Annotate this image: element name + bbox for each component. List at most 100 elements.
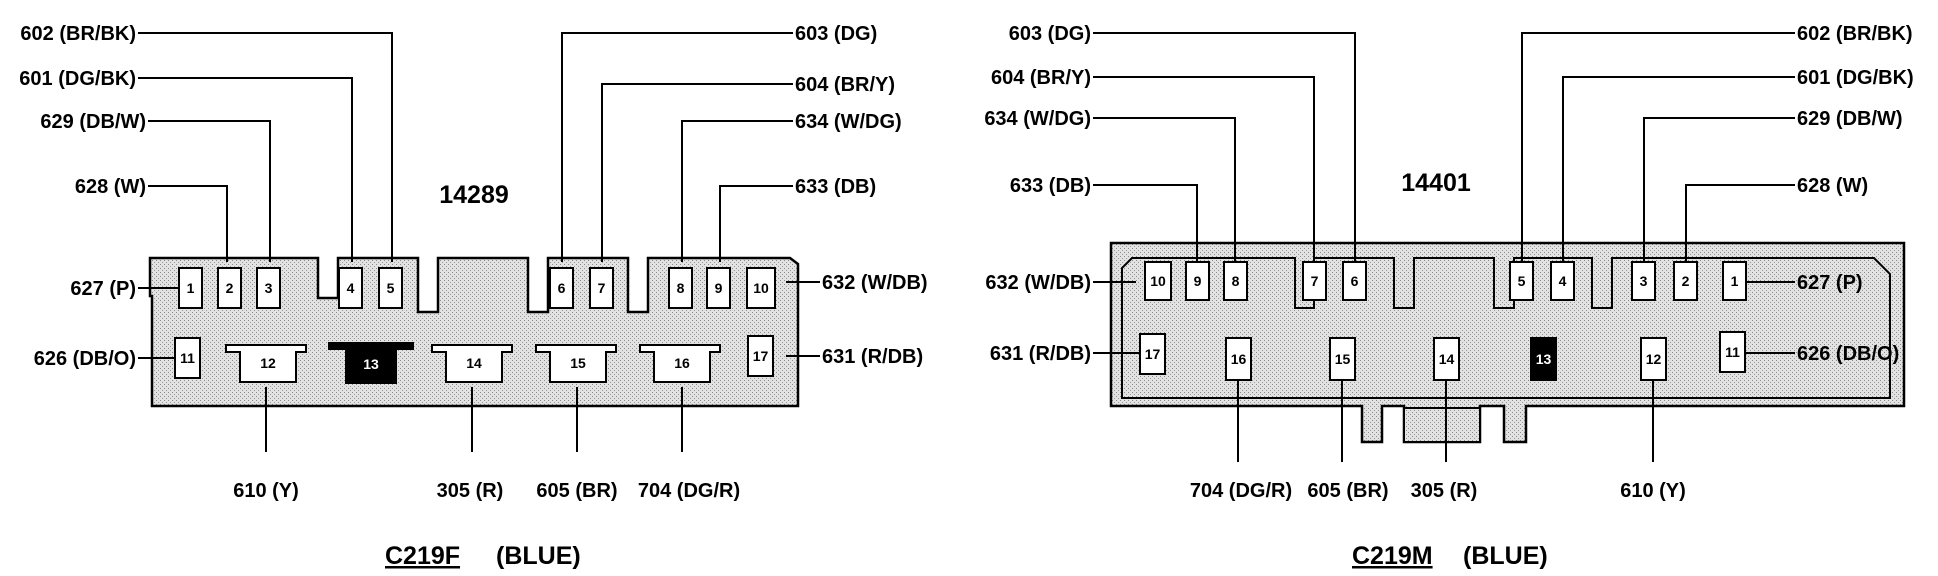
pin-8: 8 <box>1223 261 1248 301</box>
pin-11: 11 <box>1719 331 1746 373</box>
wire-label-pin6: 603 (DG) <box>1009 23 1091 45</box>
pin-1: 1 <box>1722 261 1747 301</box>
pin-12: 12 <box>1640 337 1667 381</box>
svg-text:12: 12 <box>260 355 276 371</box>
pin-1: 1 <box>178 267 203 309</box>
svg-text:5: 5 <box>387 280 395 296</box>
svg-text:12: 12 <box>1646 351 1662 367</box>
pin-2: 2 <box>217 267 242 309</box>
pin-14: 14 <box>1433 337 1460 381</box>
wire-label-pin10: 632 (W/DB) <box>822 272 928 294</box>
svg-text:16: 16 <box>1231 351 1247 367</box>
pin-15: 15 <box>1329 337 1356 381</box>
svg-text:8: 8 <box>677 280 685 296</box>
wire-label-pin3: 629 (DB/W) <box>1797 108 1903 130</box>
pin-3: 3 <box>1631 261 1656 301</box>
wire-label-pin8: 634 (W/DG) <box>984 108 1091 130</box>
pin-9: 9 <box>1185 261 1210 301</box>
wire-label-pin17: 631 (R/DB) <box>990 343 1091 365</box>
pin-6: 6 <box>549 267 574 309</box>
key-tab <box>328 342 414 384</box>
pin-13: 13 <box>363 356 379 372</box>
wire-label-pin16: 704 (DG/R) <box>1190 480 1292 502</box>
wire-label-pin11: 626 (DB/O) <box>1797 343 1899 365</box>
connector-name: C219M <box>1352 542 1433 570</box>
svg-text:11: 11 <box>1725 344 1740 360</box>
connector-color: (BLUE) <box>1463 542 1548 570</box>
svg-text:3: 3 <box>1640 273 1648 289</box>
connector-body <box>148 256 800 408</box>
latch-notch <box>1403 407 1481 443</box>
pin-10: 10 <box>1144 261 1172 301</box>
svg-text:16: 16 <box>674 355 690 371</box>
wire-label-pin1: 627 (P) <box>70 278 136 300</box>
svg-text:6: 6 <box>558 280 566 296</box>
pin-10: 10 <box>746 267 776 309</box>
svg-text:4: 4 <box>347 280 355 296</box>
svg-text:6: 6 <box>1351 273 1359 289</box>
pin-16: 16 <box>1225 337 1252 381</box>
svg-text:1: 1 <box>187 280 195 296</box>
pin-5: 5 <box>378 267 403 309</box>
pin-16: 16 <box>639 344 721 383</box>
svg-text:9: 9 <box>715 280 723 296</box>
pin-3: 3 <box>256 267 281 309</box>
svg-text:15: 15 <box>1335 351 1351 367</box>
pin-2: 2 <box>1673 261 1698 301</box>
wire-label-pin2: 628 (W) <box>1797 175 1868 197</box>
pin-17: 17 <box>1139 333 1166 375</box>
wire-label-pin7: 604 (BR/Y) <box>991 67 1091 89</box>
svg-text:7: 7 <box>1311 273 1319 289</box>
svg-text:3: 3 <box>265 280 273 296</box>
svg-text:17: 17 <box>1145 346 1161 362</box>
svg-text:1: 1 <box>1731 273 1739 289</box>
wire-label-pin9: 633 (DB) <box>795 176 876 198</box>
part-number: 14401 <box>1401 169 1471 197</box>
wire-label-pin10: 632 (W/DB) <box>985 272 1091 294</box>
connector-c219m: 10 9 8 7 6 5 4 3 <box>984 23 1913 570</box>
pin-12: 12 <box>225 344 307 383</box>
svg-text:11: 11 <box>180 350 195 366</box>
svg-text:13: 13 <box>363 356 379 372</box>
wire-label-pin12: 610 (Y) <box>1620 480 1686 502</box>
wire-label-pin14: 305 (R) <box>437 480 504 502</box>
pin-4: 4 <box>1550 261 1575 301</box>
wire-label-pin5: 602 (BR/BK) <box>1797 23 1913 45</box>
wire-label-pin14: 305 (R) <box>1411 480 1478 502</box>
svg-text:14: 14 <box>466 355 482 371</box>
wire-label-pin2: 628 (W) <box>75 176 146 198</box>
pin-9: 9 <box>706 267 731 309</box>
svg-text:5: 5 <box>1518 273 1526 289</box>
wire-label-pin15: 605 (BR) <box>536 480 617 502</box>
svg-text:9: 9 <box>1194 273 1202 289</box>
pin-15: 15 <box>535 344 617 383</box>
wire-label-pin8: 634 (W/DG) <box>795 111 902 133</box>
pin-6: 6 <box>1342 261 1367 301</box>
wire-label-pin1: 627 (P) <box>1797 272 1863 294</box>
pin-17: 17 <box>747 335 774 377</box>
svg-text:10: 10 <box>753 280 769 296</box>
pin-8: 8 <box>668 267 693 309</box>
svg-text:17: 17 <box>753 348 769 364</box>
svg-text:2: 2 <box>1682 273 1690 289</box>
wire-label-pin17: 631 (R/DB) <box>822 346 923 368</box>
pin-5: 5 <box>1509 261 1534 301</box>
wire-label-pin15: 605 (BR) <box>1307 480 1388 502</box>
wire-label-pin4: 601 (DG/BK) <box>1797 67 1914 89</box>
svg-text:4: 4 <box>1559 273 1567 289</box>
pin-4: 4 <box>338 267 363 309</box>
svg-text:15: 15 <box>570 355 586 371</box>
pin-13: 13 <box>1530 337 1557 381</box>
wire-label-pin12: 610 (Y) <box>233 480 299 502</box>
connector-color: (BLUE) <box>496 542 581 570</box>
pin-7: 7 <box>589 267 614 309</box>
wire-label-pin16: 704 (DG/R) <box>638 480 740 502</box>
part-number: 14289 <box>439 181 509 209</box>
svg-text:14: 14 <box>1439 351 1455 367</box>
pin-14: 14 <box>431 344 513 383</box>
wire-label-pin11: 626 (DB/O) <box>34 348 136 370</box>
wire-label-pin7: 604 (BR/Y) <box>795 74 895 96</box>
svg-text:13: 13 <box>1536 351 1552 367</box>
wire-label-pin3: 629 (DB/W) <box>40 111 146 133</box>
